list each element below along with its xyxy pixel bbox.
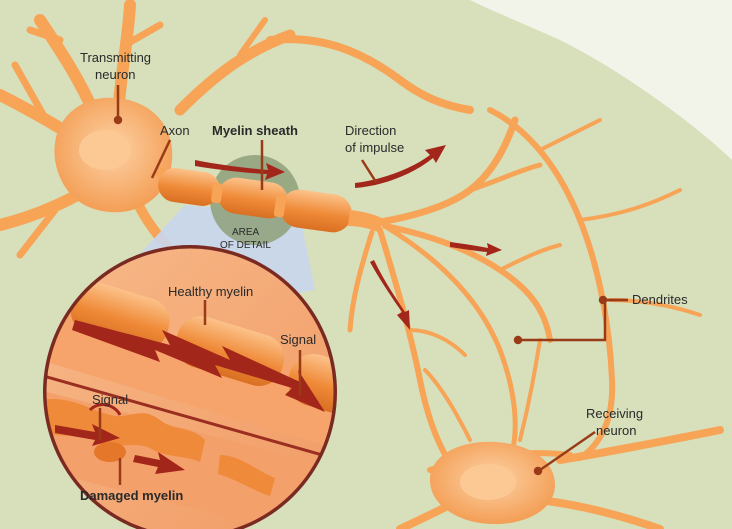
label-area-line2: OF DETAIL — [220, 240, 271, 251]
label-damaged-myelin: Damaged myelin — [80, 488, 183, 503]
label-axon: Axon — [160, 123, 190, 138]
label-dendrites: Dendrites — [632, 292, 688, 307]
label-direction-line1: Direction — [345, 123, 396, 138]
label-receiving-neuron-line1: Receiving — [586, 406, 643, 421]
label-receiving-neuron-line2: neuron — [596, 423, 636, 438]
label-area-line1: AREA — [232, 227, 260, 238]
label-transmitting-neuron-line2: neuron — [95, 67, 135, 82]
label-signal-damaged: Signal — [92, 392, 128, 407]
label-transmitting-neuron-line1: Transmitting — [80, 50, 151, 65]
label-healthy-myelin: Healthy myelin — [168, 284, 253, 299]
label-direction-line2: of impulse — [345, 140, 404, 155]
label-signal-healthy: Signal — [280, 332, 316, 347]
label-myelin-sheath: Myelin sheath — [212, 123, 298, 138]
